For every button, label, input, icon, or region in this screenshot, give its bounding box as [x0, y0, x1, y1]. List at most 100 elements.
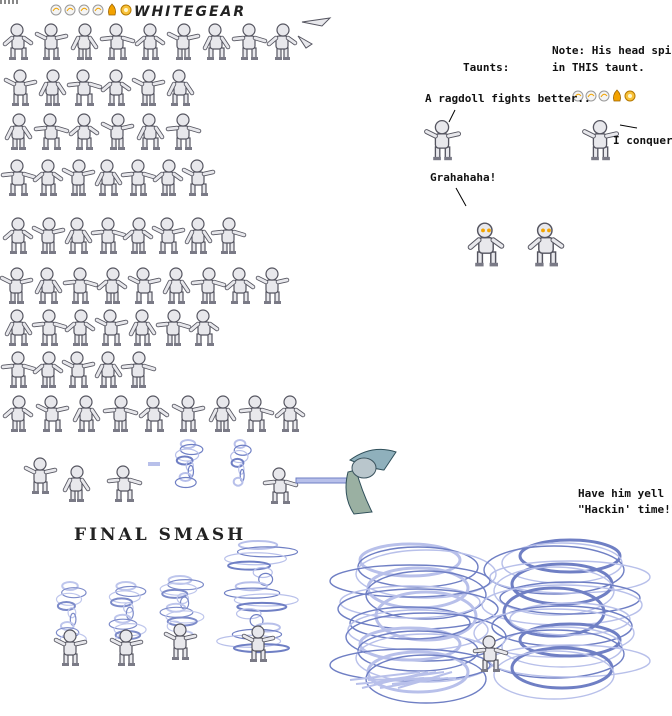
final-smash-yell-line1: Have him yell: [578, 487, 665, 500]
energy-column: [174, 439, 204, 489]
robot-sprite: [188, 309, 220, 346]
taunt-note-line1: Note: His head spins: [552, 44, 672, 57]
robot-sprite: [266, 23, 298, 60]
robot-sprite: [190, 267, 227, 304]
robot-sprite: [102, 395, 139, 432]
robot-sprite: [151, 217, 186, 254]
robot-sprite: [131, 69, 166, 106]
robot-sprite: [23, 457, 58, 494]
energy-streak: [385, 671, 445, 681]
white-swirl-icon: [572, 90, 584, 102]
laugh-taunt-sprite: [527, 222, 565, 267]
sheet-title: WHITEGEAR: [134, 4, 247, 20]
robot-sprite: [68, 113, 100, 150]
robot-sprite: [165, 113, 202, 150]
robot-sprite: [2, 217, 34, 254]
white-swirl-icon: [92, 4, 104, 16]
robot-sprite: [33, 113, 70, 150]
conquer-taunt-sprite: [582, 119, 619, 161]
robot-sprite: [94, 159, 123, 196]
robot-sprite: [136, 113, 165, 150]
robot-sprite: [120, 159, 157, 196]
final-smash-robot: [53, 629, 88, 666]
hack-beam: [295, 477, 355, 484]
robot-sprite: [0, 351, 37, 388]
robot-sprite: [202, 23, 231, 60]
robot-sprite: [61, 159, 96, 196]
ragdoll-taunt-caption: A ragdoll fights better..: [425, 92, 591, 105]
robot-sprite: [255, 267, 290, 304]
orange-burst-icon: [120, 4, 132, 16]
robot-sprite: [34, 267, 63, 304]
robot-sprite: [231, 23, 268, 60]
final-smash-yell-line2: "Hackin' time!": [578, 503, 672, 516]
robot-sprite: [274, 395, 306, 432]
robot-sprite: [4, 113, 33, 150]
orange-flame-icon: [108, 3, 116, 16]
white-swirl-icon: [64, 4, 76, 16]
energy-spark: [148, 462, 160, 466]
robot-sprite: [3, 69, 38, 106]
robot-sprite: [155, 309, 192, 346]
energy-streak: [349, 671, 421, 681]
robot-sprite: [181, 159, 216, 196]
robot-sprite: [134, 23, 166, 60]
laugh-taunt-caption: Grahahaha!: [430, 171, 497, 184]
robot-sprite: [210, 217, 247, 254]
white-swirl-icon: [585, 90, 597, 102]
robot-sprite: [96, 267, 128, 304]
white-swirl-icon: [78, 4, 90, 16]
robot-sprite: [64, 309, 96, 346]
robot-sprite: [4, 309, 33, 346]
robot-sprite: [122, 217, 154, 254]
robot-sprite: [127, 267, 162, 304]
robot-sprite: [38, 69, 67, 106]
robot-sprite: [61, 351, 96, 388]
robot-sprite: [62, 465, 91, 502]
robot-sprite: [2, 23, 34, 60]
robot-sprite: [128, 309, 157, 346]
laugh-taunt-sprite: [467, 222, 505, 267]
robot-sprite: [31, 217, 66, 254]
robot-sprite: [90, 217, 127, 254]
final-smash-robot: [241, 625, 276, 662]
robot-sprite: [35, 395, 70, 432]
top-strip-decoration: [0, 0, 18, 4]
robot-sprite: [171, 395, 206, 432]
final-smash-robot: [109, 629, 144, 666]
robot-sprite: [62, 267, 99, 304]
robot-sprite: [66, 69, 103, 106]
robot-sprite: [152, 159, 184, 196]
robot-sprite: [224, 267, 256, 304]
robot-sprite: [0, 267, 34, 304]
robot-sprite: [208, 395, 237, 432]
robot-sprite: [99, 23, 136, 60]
robot-sprite: [32, 159, 64, 196]
robot-sprite: [166, 23, 201, 60]
robot-sprite: [2, 395, 34, 432]
robot-sprite: [162, 267, 191, 304]
taunts-heading: Taunts:: [463, 61, 510, 74]
robot-sprite: [120, 351, 157, 388]
energy-column: [230, 439, 252, 487]
robot-sprite: [64, 217, 93, 254]
robot-sprite: [106, 465, 143, 502]
final-smash-heading: FINAL SMASH: [74, 525, 247, 545]
robot-sprite: [166, 69, 195, 106]
caption-pointer: [619, 124, 638, 129]
energy-streak: [403, 677, 457, 681]
taunt-note-line2: in THIS taunt.: [552, 61, 645, 74]
caption-pointer: [455, 187, 467, 207]
robot-sprite: [262, 467, 299, 504]
robot-sprite: [94, 309, 129, 346]
final-smash-vortex: [329, 538, 651, 704]
robot-sprite: [138, 395, 170, 432]
final-smash-robot: [163, 623, 198, 660]
weapon-sketch: [297, 17, 332, 49]
robot-sprite: [238, 395, 275, 432]
caption-pointer: [448, 109, 456, 123]
final-smash-robot: [472, 635, 509, 672]
robot-sprite: [32, 351, 64, 388]
orange-burst-icon: [624, 90, 636, 102]
